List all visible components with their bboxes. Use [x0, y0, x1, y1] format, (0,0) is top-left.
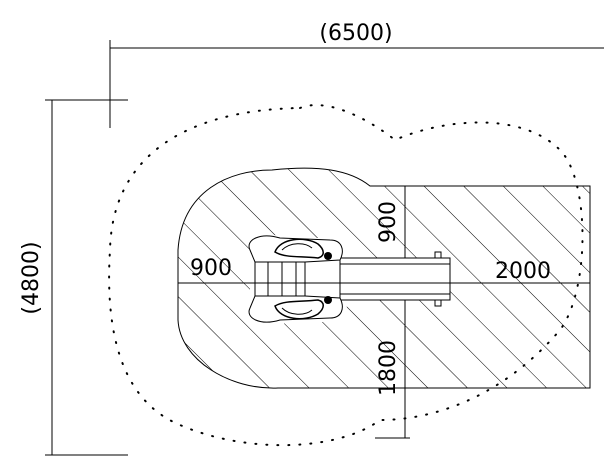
slide-equipment	[248, 234, 451, 326]
right-clearance-label: 2000	[495, 259, 551, 284]
bottom-clearance-label: 1800	[376, 340, 401, 396]
left-clearance-label: 900	[190, 256, 232, 281]
dimension-lines	[45, 40, 604, 456]
top-clearance-label: 900	[376, 201, 401, 243]
overall-height-label: (4800)	[19, 241, 44, 314]
overall-width-label: (6500)	[319, 21, 392, 46]
